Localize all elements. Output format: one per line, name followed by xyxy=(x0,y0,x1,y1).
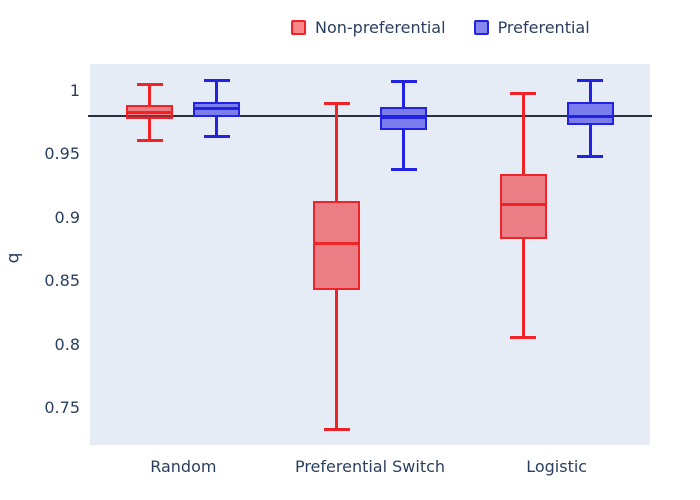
min-whisker-cap xyxy=(510,335,537,339)
max-whisker-cap xyxy=(136,82,163,86)
y-axis-title: q xyxy=(3,252,24,264)
legend: Non-preferential Preferential xyxy=(291,18,590,37)
iqr-box xyxy=(313,201,360,291)
lower-whisker-stem xyxy=(215,117,219,137)
x-category-label: Logistic xyxy=(526,457,588,476)
y-tick-label: 0.75 xyxy=(44,398,80,418)
max-whisker-cap xyxy=(390,80,417,84)
max-whisker-cap xyxy=(577,79,604,82)
y-tick-label: 1 xyxy=(69,80,80,100)
max-whisker-cap xyxy=(323,101,350,105)
y-tick-label: 0.85 xyxy=(44,271,80,291)
iqr-box xyxy=(499,174,547,240)
x-category-label: Preferential Switch xyxy=(294,457,446,476)
median-line xyxy=(380,115,427,119)
median-line xyxy=(313,241,360,245)
y-tick-label: 0.95 xyxy=(44,144,80,164)
max-whisker-cap xyxy=(510,91,537,95)
min-whisker-cap xyxy=(390,167,417,171)
lower-whisker-stem xyxy=(402,130,405,170)
y-tick-label: 0.9 xyxy=(54,207,80,227)
min-whisker-cap xyxy=(577,155,604,159)
legend-swatch-preferential-icon xyxy=(473,20,489,35)
upper-whisker-stem xyxy=(335,103,338,202)
plot-area[interactable] xyxy=(90,64,650,445)
legend-swatch-non-preferential-icon xyxy=(291,20,306,35)
upper-whisker-stem xyxy=(215,80,219,103)
median-line xyxy=(499,203,547,207)
median-line xyxy=(566,114,614,118)
lower-whisker-stem xyxy=(588,124,592,157)
iqr-box xyxy=(566,102,614,125)
legend-item-preferential[interactable]: Preferential xyxy=(473,18,590,37)
lower-whisker-stem xyxy=(521,239,525,338)
lower-whisker-stem xyxy=(335,290,338,430)
x-category-label: Random xyxy=(150,457,217,476)
upper-whisker-stem xyxy=(521,93,525,175)
min-whisker-cap xyxy=(136,138,163,142)
median-line xyxy=(193,106,241,110)
legend-item-non-preferential[interactable]: Non-preferential xyxy=(291,18,446,37)
lower-whisker-stem xyxy=(148,118,152,141)
min-whisker-cap xyxy=(203,134,230,138)
upper-whisker-stem xyxy=(402,81,405,108)
legend-label-non-preferential: Non-preferential xyxy=(315,18,446,37)
median-line xyxy=(126,110,174,114)
reference-line xyxy=(88,115,652,118)
legend-label-preferential: Preferential xyxy=(497,18,590,37)
y-tick-label: 0.8 xyxy=(54,334,80,354)
upper-whisker-stem xyxy=(588,80,592,103)
min-whisker-cap xyxy=(323,428,350,432)
upper-whisker-stem xyxy=(148,84,152,105)
max-whisker-cap xyxy=(203,79,230,82)
